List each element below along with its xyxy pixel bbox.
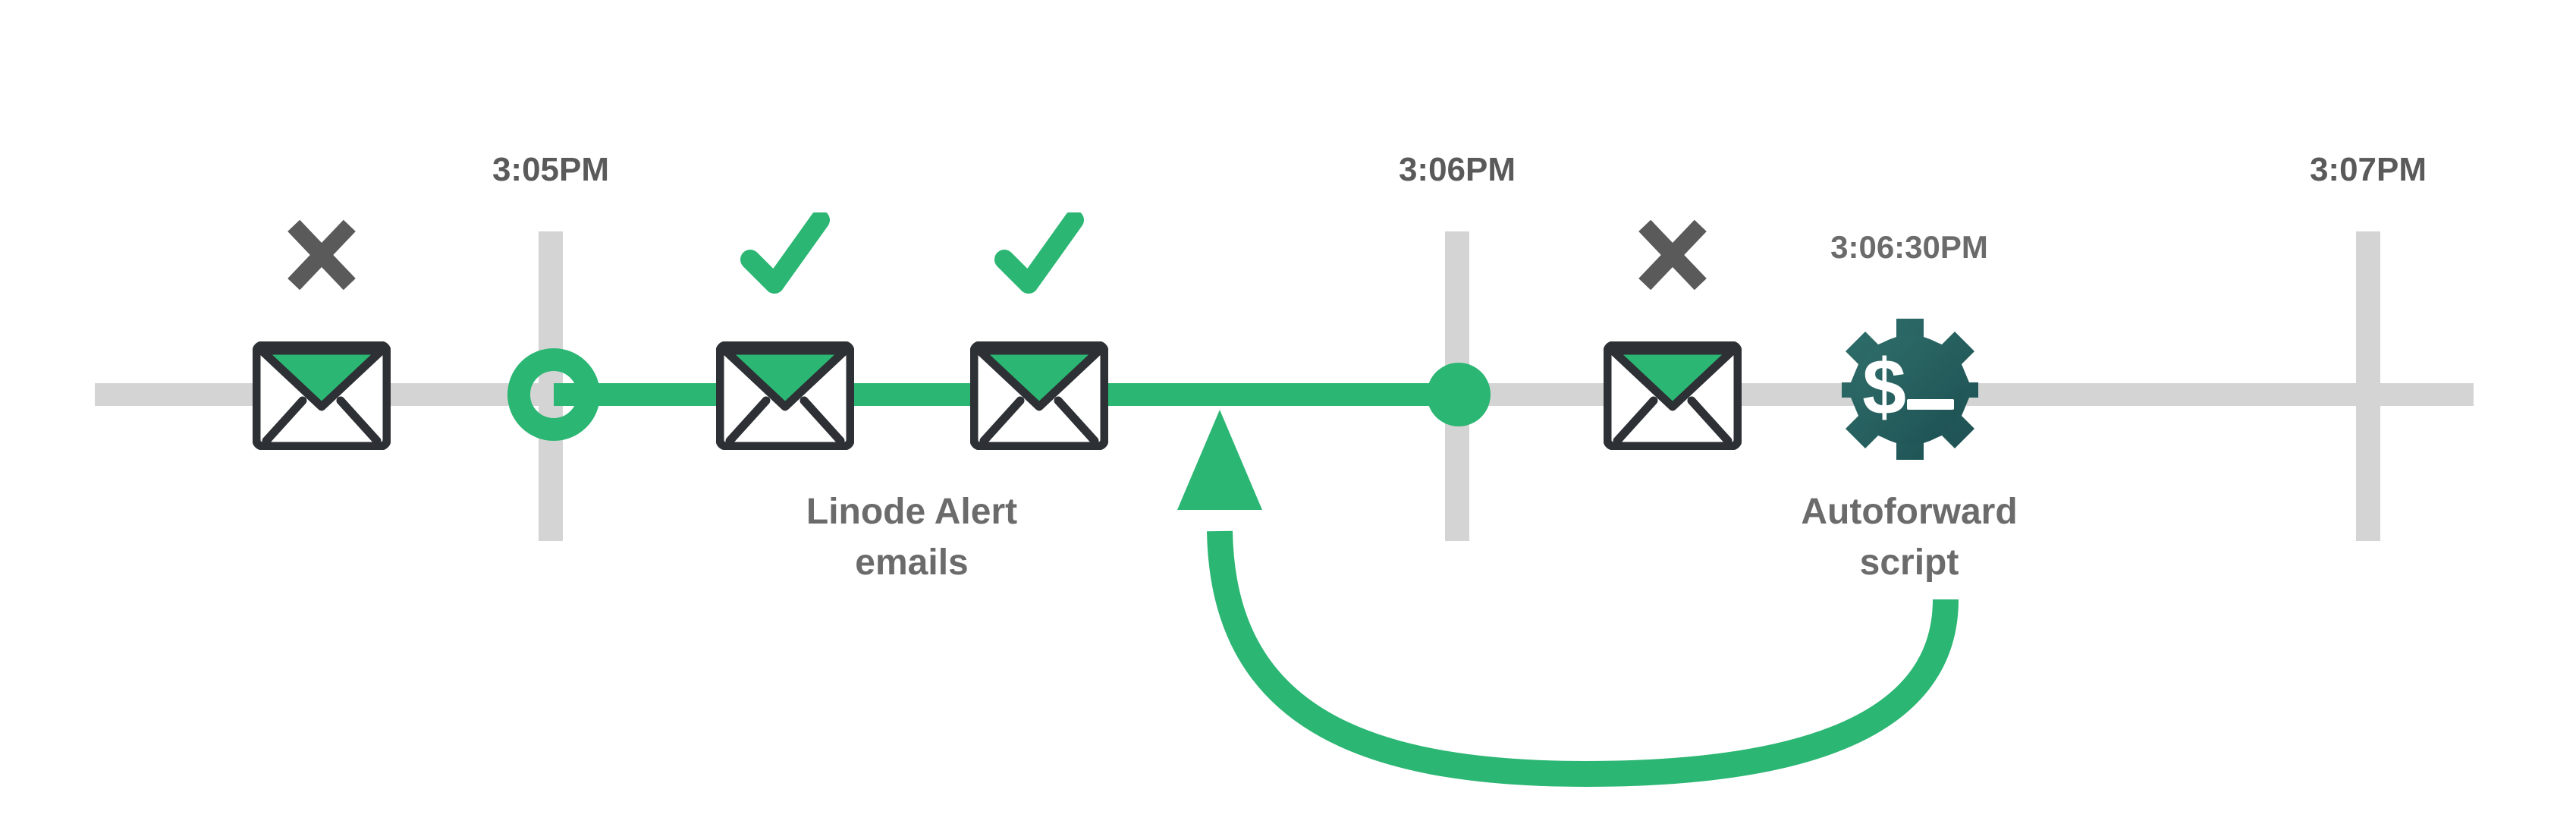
envelope-icon-email-3 <box>974 345 1104 446</box>
autoforward-script-line1: Autoforward <box>1801 492 2017 532</box>
tick-labels: 3:05PM 3:06PM 3:07PM <box>492 151 2427 188</box>
timeline-start-ring[interactable] <box>507 348 600 441</box>
event-email-4[interactable] <box>1607 225 1738 446</box>
tick-label-307pm: 3:07PM <box>2310 151 2427 188</box>
linode-alert-emails-line1: Linode Alert <box>806 492 1017 532</box>
x-mark-icon-email-1 <box>294 225 350 284</box>
tick-mark-307pm <box>2356 231 2380 541</box>
tick-label-306pm: 3:06PM <box>1399 151 1516 188</box>
tick-label-305pm: 3:05PM <box>492 151 609 188</box>
linode-alert-emails-line2: emails <box>855 543 968 583</box>
autoforward-script-time: 3:06:30PM <box>1830 229 1988 265</box>
event-autoforward-script[interactable]: 3:06:30PM Autoforward script <box>1801 229 2017 583</box>
envelope-icon-email-4 <box>1607 345 1738 446</box>
feedback-arrow-curve <box>1207 530 1959 788</box>
autoforward-script-line2: script <box>1860 543 1959 583</box>
feedback-arrow-head <box>1177 410 1262 510</box>
check-mark-icon-email-3 <box>1004 220 1074 284</box>
x-mark-icon-email-4 <box>1645 225 1701 284</box>
envelope-icon-email-2 <box>720 345 850 446</box>
x-mark-icon <box>1646 6 1707 70</box>
check-mark-icon-email-2 <box>750 220 820 284</box>
event-email-2[interactable] <box>720 220 850 446</box>
linode-alert-emails-label: Linode Alert emails <box>806 492 1017 583</box>
feedback-arrow <box>1177 410 1959 788</box>
timeline-end-dot[interactable] <box>1427 363 1491 426</box>
event-email-3[interactable] <box>974 220 1104 446</box>
envelope-icon-email-1 <box>256 345 387 446</box>
gear-terminal-icon <box>1842 319 1978 460</box>
